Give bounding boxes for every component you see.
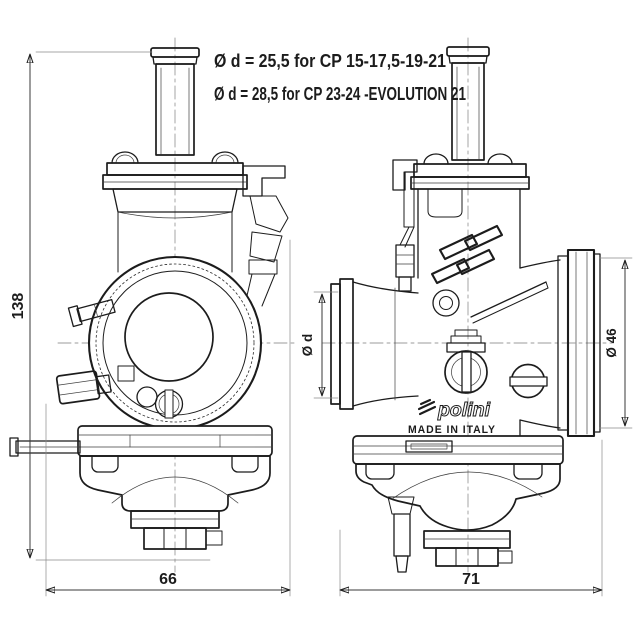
- polini-lightning-logo: [432, 226, 502, 283]
- front-view: [10, 48, 288, 549]
- dimension-outlet-label: Ø 46: [604, 328, 619, 358]
- front-mixture-screw: [56, 369, 111, 404]
- front-rim-tab: [118, 366, 134, 381]
- side-top-cap: [447, 47, 489, 160]
- dimension-71: 71: [340, 440, 602, 596]
- front-face-screws: [137, 387, 183, 418]
- side-view: polini MADE IN ITALY: [331, 47, 600, 572]
- polini-logo-icon: [419, 400, 435, 414]
- note-line-2: Ø d = 28,5 for CP 23-24 -EVOLUTION 21: [214, 84, 466, 104]
- side-float-bowl: [353, 436, 563, 572]
- side-choke-assembly: [393, 160, 417, 291]
- front-vent-nipple: [68, 297, 115, 327]
- side-intake-bell: [331, 279, 418, 409]
- made-in-italy-text: MADE IN ITALY: [408, 424, 496, 436]
- polini-logo-text: polini: [437, 400, 491, 421]
- front-bell-mouth: [89, 257, 261, 429]
- dimension-138-label: 138: [10, 293, 27, 320]
- side-top-cover: [411, 154, 529, 438]
- side-adjuster-knob: [445, 330, 487, 393]
- dimension-outlet: Ø 46: [600, 258, 632, 428]
- dimension-138: 138: [10, 52, 210, 560]
- dimension-66: 66: [46, 240, 290, 596]
- side-branding: polini MADE IN ITALY: [408, 400, 496, 436]
- side-idle-screw: [510, 365, 547, 398]
- side-outlet-flange: [520, 250, 600, 436]
- dimension-66-label: 66: [159, 571, 177, 588]
- dimension-71-label: 71: [462, 571, 480, 588]
- note-line-1: Ø d = 25,5 for CP 15-17,5-19-21: [214, 51, 446, 71]
- dimension-bore-label: Ø d: [300, 334, 315, 357]
- front-top-cap: [151, 48, 199, 155]
- front-float-bowl: [10, 426, 272, 549]
- side-cable-anchor: [433, 282, 548, 323]
- front-cable-bracket: [243, 166, 288, 306]
- diameter-notes: Ø d = 25,5 for CP 15-17,5-19-21 Ø d = 28…: [214, 51, 466, 104]
- dimension-bore: Ø d: [300, 292, 338, 398]
